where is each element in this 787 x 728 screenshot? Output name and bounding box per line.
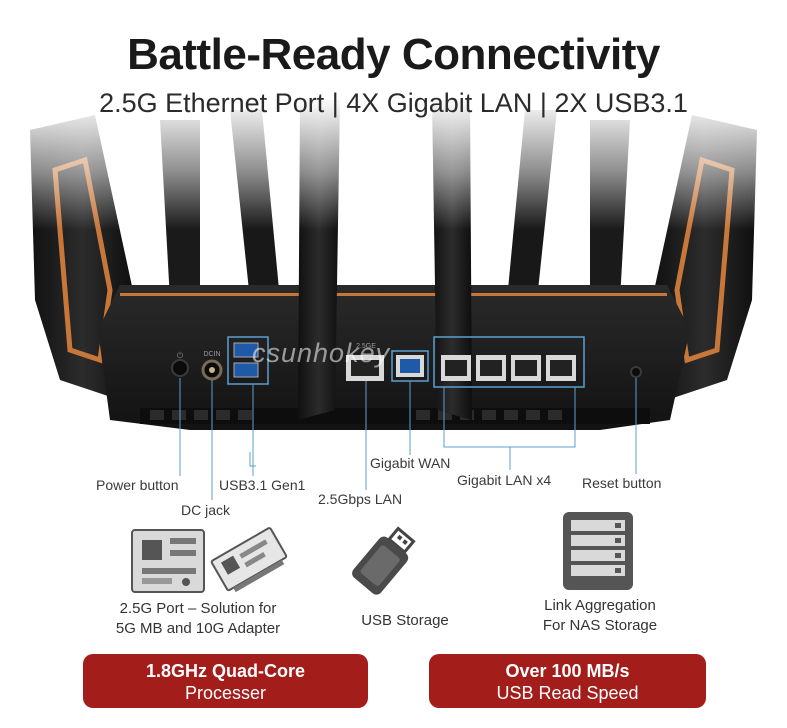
callout-lan-x4: Gigabit LAN x4 [457, 472, 552, 488]
feature-label-2-5g-port: 2.5G Port – Solution for 5G MB and 10G A… [115, 600, 281, 637]
motherboard-and-adapter-icon [131, 527, 288, 593]
callout-lines [179, 378, 637, 500]
top-fade [0, 0, 787, 230]
wan-port[interactable] [391, 350, 429, 382]
callout-lan-2-5g: 2.5Gbps LAN [318, 491, 403, 507]
usb-drive-icon [352, 526, 416, 595]
page-subtitle: 2.5G Ethernet Port | 4X Gigabit LAN | 2X… [99, 88, 688, 118]
svg-text:⏻: ⏻ [177, 351, 184, 360]
callout-dc-jack: DC jack [181, 502, 231, 518]
callout-reset: Reset button [582, 475, 662, 491]
watermark-text: csunhokey [252, 338, 391, 368]
usb-ports[interactable] [227, 336, 269, 385]
callout-usb: USB3.1 Gen1 [219, 477, 306, 493]
reset-button[interactable] [630, 366, 642, 378]
page-title: Battle-Ready Connectivity [127, 30, 660, 79]
feature-label-link-aggregation: Link Aggregation For NAS Storage [542, 597, 658, 634]
router-image: ⏻ DCIN 2.5GE [30, 100, 757, 430]
callout-wan: Gigabit WAN [370, 455, 451, 471]
badge-quad-core: 1.8GHz Quad-Core Processer [83, 654, 368, 708]
lan-ports-x4[interactable] [433, 336, 585, 388]
badge-usb-speed: Over 100 MB/s USB Read Speed [429, 654, 706, 708]
callout-power-button: Power button [96, 477, 179, 493]
lan-2-5g-port[interactable]: 2.5GE [346, 343, 384, 381]
power-button[interactable] [171, 359, 189, 377]
nas-storage-icon [563, 512, 633, 590]
feature-label-usb-storage: USB Storage [361, 612, 449, 629]
router-body [98, 285, 690, 430]
lan-2-5g-label: 2.5GE [356, 343, 376, 350]
dc-jack-label: DCIN [203, 351, 220, 358]
